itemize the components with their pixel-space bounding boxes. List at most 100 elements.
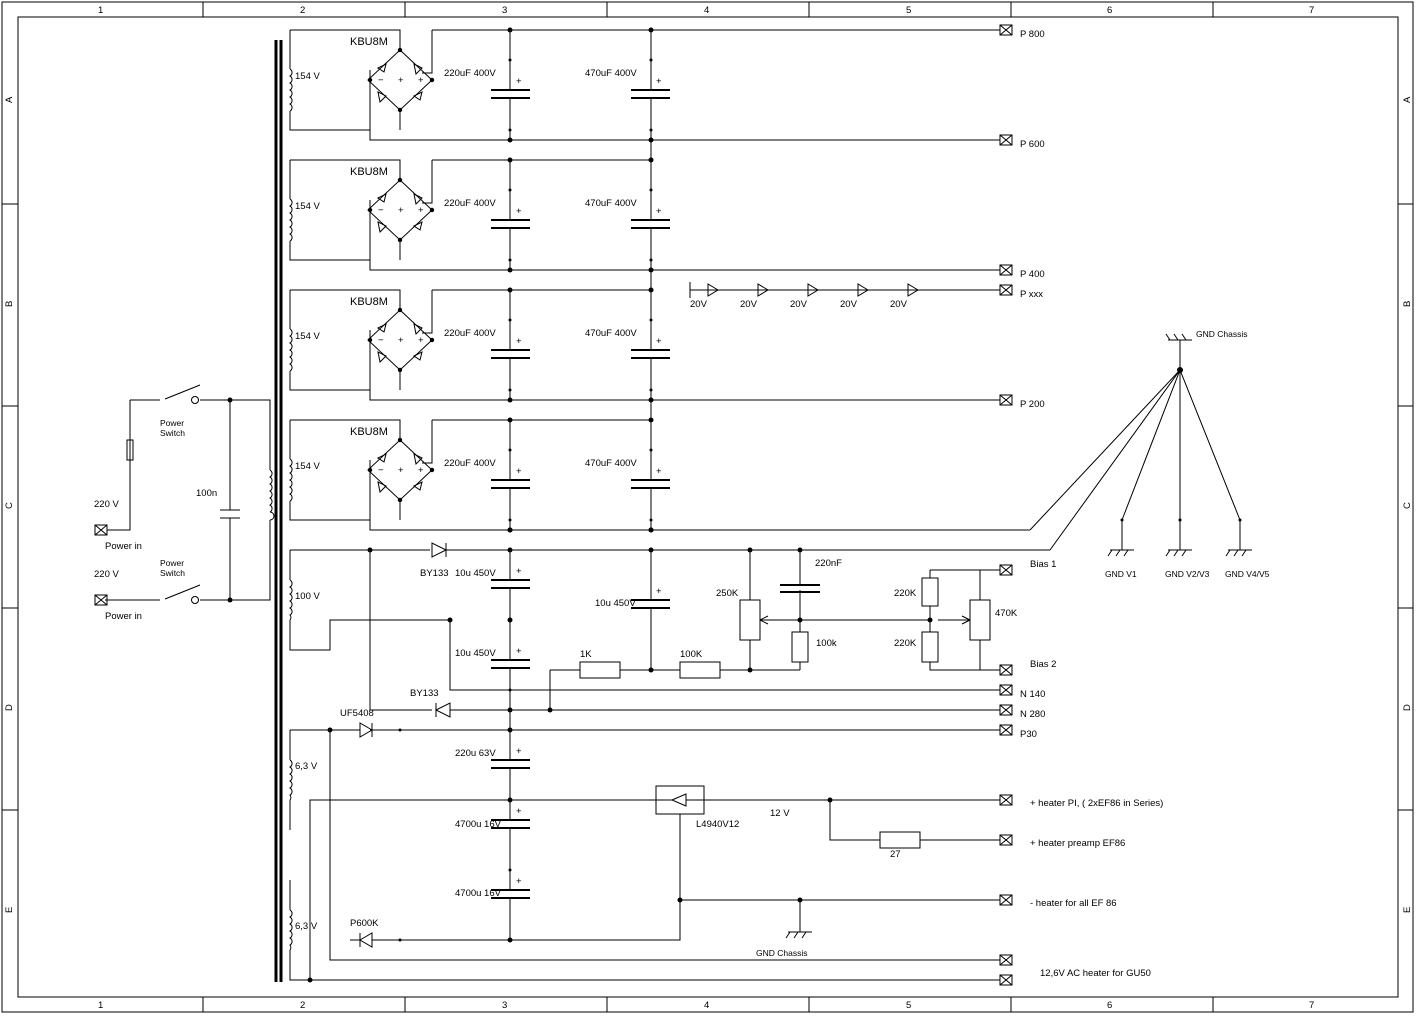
- col-label: 5: [906, 1000, 911, 1011]
- bias-winding-label: 100 V: [295, 591, 320, 602]
- bridge-plus: +: [418, 335, 424, 346]
- bridge-plus: +: [398, 205, 404, 216]
- winding-voltage-label: 154 V: [295, 201, 320, 212]
- filter-cap-label: 220uF 400V: [444, 458, 496, 469]
- cap-plus: +: [656, 206, 662, 217]
- drawing-frame: [1, 1, 1414, 1013]
- pot-label: 470K: [995, 608, 1018, 619]
- secondary-winding: [288, 198, 293, 242]
- rectifier-block: − + + + + KBU8M 154 V 220uF 400V 470uF 4…: [288, 27, 1000, 143]
- cap-plus: +: [656, 76, 662, 87]
- rectifier-part-label: KBU8M: [350, 296, 388, 308]
- resistor-100k: [679, 661, 721, 679]
- diode: [434, 702, 451, 718]
- lv-winding-label: 6,3 V: [295, 761, 318, 772]
- lv-winding: [288, 909, 293, 951]
- cap-plus: +: [656, 586, 662, 597]
- resistor-label: 220K: [894, 588, 917, 599]
- cap-plus: +: [656, 336, 662, 347]
- power-in-label: Power in: [105, 611, 142, 622]
- cap-label: 220nF: [815, 558, 842, 569]
- secondary-winding: [288, 328, 293, 372]
- primary-winding: [268, 469, 275, 521]
- output-n140-label: N 140: [1020, 689, 1045, 700]
- output-pxxx-label: P xxx: [1020, 289, 1043, 300]
- resistor-label: 100K: [680, 649, 703, 660]
- transformer-core: [274, 40, 283, 982]
- col-label: 7: [1309, 1000, 1314, 1011]
- diode: [431, 542, 448, 558]
- rectifier-block: − + + + + KBU8M 154 V 220uF 400V 470uF 4…: [288, 390, 1030, 533]
- gnd-v1-label: GND V1: [1105, 569, 1137, 579]
- secondary-winding: [288, 458, 293, 502]
- cap-plus: +: [516, 76, 522, 87]
- lv-winding-label: 6,3 V: [295, 921, 318, 932]
- cap-label: 10u 450V: [455, 568, 496, 579]
- rectifier-part-label: KBU8M: [350, 36, 388, 48]
- output-p30-label: P30: [1020, 729, 1037, 740]
- resistor-label: 1K: [580, 649, 592, 660]
- bridge-plus: +: [398, 335, 404, 346]
- resistor-label: 27: [890, 849, 901, 860]
- cap-plus: +: [516, 566, 522, 577]
- filter-cap-label: 470uF 400V: [585, 458, 637, 469]
- gnd-v2v3-label: GND V2/V3: [1165, 569, 1210, 579]
- col-label: 4: [704, 5, 709, 16]
- cap-plus: +: [656, 466, 662, 477]
- zener-label: 20V: [740, 299, 758, 310]
- resistor-100k-shunt: [791, 631, 809, 663]
- cap-plus: +: [516, 806, 522, 817]
- cap-label: 4700u 16V: [455, 888, 502, 899]
- resistor-1k: [579, 661, 621, 679]
- switch-label: Switch: [160, 428, 185, 438]
- cap-plus: +: [516, 746, 522, 757]
- secondary-winding: [288, 68, 293, 112]
- col-label: 6: [1107, 5, 1112, 16]
- output-labels: P 800 P 600 P 400 P xxx P 200 Bias 1 Bia…: [1020, 29, 1163, 979]
- row-label: D: [1402, 704, 1413, 711]
- col-label: 2: [300, 1000, 305, 1011]
- output-bias1-label: Bias 1: [1030, 559, 1056, 570]
- bias-winding: [288, 579, 293, 621]
- output-p600-label: P 600: [1020, 139, 1045, 150]
- filter-cap-label: 220uF 400V: [444, 68, 496, 79]
- row-label: A: [4, 96, 15, 103]
- switch-label: Power: [160, 558, 184, 568]
- zener-label: 20V: [690, 299, 708, 310]
- output-heater-pi-label: + heater PI, ( 2xEF86 in Series): [1030, 798, 1163, 809]
- diode-label: UF5408: [340, 708, 374, 719]
- filter-cap-label: 470uF 400V: [585, 328, 637, 339]
- mains-voltage-label: 220 V: [94, 499, 119, 510]
- col-label: 4: [704, 1000, 709, 1011]
- pot-250k: [739, 599, 761, 641]
- row-label: B: [1402, 301, 1413, 307]
- rectifier-block: − + + + + KBU8M 154 V 220uF 400V 470uF 4…: [288, 260, 1000, 403]
- bridge-plus: +: [398, 75, 404, 86]
- frame-column-labels-bottom: 1 2 3 4 5 6 7: [98, 1000, 1314, 1011]
- diode-label: BY133: [420, 568, 449, 579]
- bridge-minus: −: [378, 335, 384, 346]
- output-n280-label: N 280: [1020, 709, 1045, 720]
- cap-plus: +: [516, 466, 522, 477]
- cap-plus: +: [516, 206, 522, 217]
- lv-winding: [288, 759, 293, 801]
- bias-section: + + + 100 V BY133 10u 450V 10u 450V: [288, 527, 1050, 730]
- col-label: 6: [1107, 1000, 1112, 1011]
- bridge-plus: +: [418, 205, 424, 216]
- gnd-chassis-label: GND Chassis: [756, 948, 807, 958]
- bridge-plus: +: [418, 75, 424, 86]
- mains-input: 220 V Power in Power Switch 220 V Power …: [94, 384, 275, 622]
- output-connectors: [999, 24, 1013, 986]
- output-p200-label: P 200: [1020, 399, 1045, 410]
- resistor-27: [879, 831, 921, 849]
- diode: [359, 722, 373, 738]
- diode: [359, 932, 373, 948]
- pot-470k: [969, 599, 991, 641]
- row-label: C: [4, 502, 15, 509]
- zener-string: 20V 20V 20V 20V 20V: [689, 282, 1000, 310]
- rectifier-part-label: KBU8M: [350, 166, 388, 178]
- frame-row-labels-left: A B C D E: [4, 96, 15, 913]
- row-label: C: [1402, 502, 1413, 509]
- output-bias2-label: Bias 2: [1030, 659, 1056, 670]
- rectifier-part-label: KBU8M: [350, 426, 388, 438]
